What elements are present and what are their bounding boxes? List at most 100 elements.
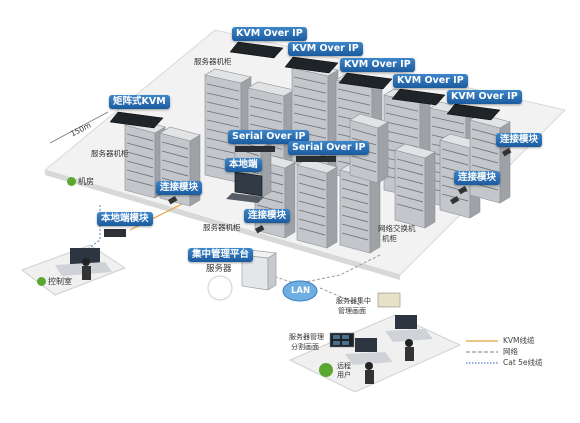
rack-unit-line [161, 159, 189, 168]
server-rack-top [204, 68, 252, 84]
central-mgmt-tag: 集中管理平台 [188, 248, 254, 263]
server-rack-side [369, 171, 381, 254]
rack-unit-line [396, 158, 424, 167]
rack-unit-line [341, 178, 369, 187]
server-rack-side [284, 161, 296, 239]
rack-unit-line [298, 218, 326, 227]
remote-user-head [405, 339, 413, 347]
connection-module-dongle [167, 195, 178, 205]
rack-unit-line [249, 123, 283, 132]
distance-line [49, 111, 109, 144]
rack-unit-line [293, 121, 327, 130]
control-room-label: 控制室 [37, 277, 72, 286]
rack-unit-line [293, 94, 327, 103]
rack-unit-line [126, 160, 154, 169]
rack-unit-line [298, 182, 326, 191]
rack-unit-line [293, 103, 327, 112]
control-room-operator-head [82, 258, 90, 266]
rack-unit-line [471, 155, 499, 164]
rack-unit-line [351, 155, 377, 164]
rack-unit-line [385, 112, 419, 121]
kvm-device [391, 88, 446, 106]
server-rack-top [159, 126, 201, 142]
local-console-screen [234, 171, 263, 197]
remote-user-desk [385, 329, 433, 342]
server-cabinet-label-top: 服务器机柜 [194, 57, 232, 66]
kvm-device [109, 111, 164, 129]
connection-module-dongle [501, 147, 512, 157]
rack-unit-line [471, 146, 499, 155]
floor-edge [45, 170, 400, 280]
matrix-kvm-tag: 矩阵式KVM [109, 95, 170, 110]
control-room-monitor [70, 248, 100, 266]
rack-unit-line [396, 185, 424, 194]
rack-unit-line [341, 232, 369, 241]
remote-user-label [319, 363, 335, 377]
rack-unit-line [206, 83, 240, 92]
split-screen-pane [342, 335, 349, 339]
rack-unit-line [396, 176, 424, 185]
rack-unit-line [471, 137, 499, 146]
server-cable-icon [207, 275, 233, 301]
rack-unit-line [385, 130, 419, 139]
lan-cloud [282, 280, 318, 302]
remote-user-label-2: 用户 [337, 371, 351, 379]
legend-label: Cat 5e线缆 [503, 358, 543, 367]
kvm-over-ip-tag-3: KVM Over IP [340, 58, 415, 73]
rack-unit-line [206, 101, 240, 110]
server-rack-top [349, 113, 389, 129]
rack-unit-line [298, 191, 326, 200]
remote-user-body [405, 347, 414, 361]
rack-unit-line [385, 103, 419, 112]
rack-unit-line [161, 150, 189, 159]
kvm-device [229, 41, 284, 59]
split-screen-pane [342, 341, 349, 345]
legend-label: KVM线缆 [503, 336, 535, 345]
server-rack-side [377, 121, 389, 184]
rack-unit-line [206, 119, 240, 128]
server-central-screen-thumbnail [377, 292, 401, 308]
server-central-screen-label-1: 服务器集中 [336, 297, 371, 305]
kvm-over-ip-tag-2: KVM Over IP [288, 42, 363, 57]
connection-module-tag-3: 连接模块 [156, 181, 203, 196]
rack-unit-line [341, 187, 369, 196]
rack-unit-line [293, 76, 327, 85]
server-mgmt-split-label-1: 服务器管理 [289, 333, 324, 341]
rack-unit-line [126, 169, 154, 178]
rack-unit-line [293, 112, 327, 121]
rack-unit-line [249, 114, 283, 123]
rack-unit-line [126, 142, 154, 151]
network-cable-lan-remote [319, 287, 361, 306]
server-rack-side [189, 134, 201, 207]
rack-unit-line [126, 151, 154, 160]
rack-unit-line [206, 110, 240, 119]
rack-unit-line [396, 203, 424, 212]
lan-label: LAN [291, 286, 311, 296]
legend-label: 网络 [503, 347, 518, 356]
serial-over-ip-tag-1: Serial Over IP [228, 130, 310, 145]
rack-unit-line [396, 167, 424, 176]
control-room-operator-body [82, 266, 91, 280]
rack-unit-line [298, 227, 326, 236]
rack-unit-line [396, 194, 424, 203]
server-rack-top [394, 143, 436, 159]
control-room-text: 控制室 [48, 277, 72, 286]
connection-module-dongle [254, 225, 265, 234]
connection-module-tag-1: 连接模块 [496, 133, 543, 148]
server-cabinet-label-left: 服务器机柜 [91, 149, 129, 158]
rack-unit-line [298, 173, 326, 182]
rack-unit-line [341, 196, 369, 205]
serial-over-ip-device [235, 146, 275, 152]
connection-module-tag-4: 连接模块 [244, 209, 291, 224]
machine-room-icon [67, 177, 76, 186]
split-screen-pane [333, 335, 340, 339]
rack-unit-line [126, 133, 154, 142]
machine-room-label: 机房 [67, 177, 94, 186]
rack-unit-line [161, 141, 189, 150]
serial-over-ip-tag-2: Serial Over IP [288, 141, 370, 156]
connection-module-dongle [458, 186, 468, 195]
kvm-device [284, 56, 339, 74]
rack-unit-line [293, 85, 327, 94]
serial-over-ip-device [296, 156, 336, 162]
